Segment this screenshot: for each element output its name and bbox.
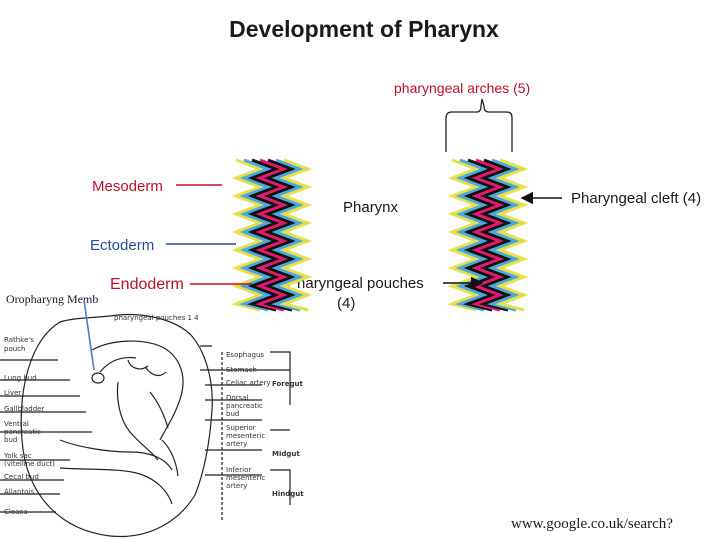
embryo-right-label: bud — [226, 410, 240, 418]
zigzag-stripe — [494, 158, 529, 312]
mesoderm-label: Mesoderm — [92, 178, 163, 195]
embryo-left-label: Lung bud — [4, 374, 37, 382]
embryo-right-label: mesenteric — [226, 474, 266, 482]
embryo-left-label: Ventral — [4, 420, 29, 428]
pharynx-label: Pharynx — [343, 199, 399, 216]
source-text: www.google.co.uk/search? — [511, 516, 673, 532]
embryo-right-label: pancreatic — [226, 402, 263, 410]
embryo-left-label: bud — [4, 436, 18, 444]
endoderm-label: Endoderm — [110, 276, 184, 293]
zigzag-stripe — [262, 158, 297, 312]
embryo-right-label: Celiac artery — [226, 379, 271, 387]
embryo-left-label: Allantois — [4, 488, 35, 496]
pouches-label: Pharyngeal pouches — [287, 275, 424, 292]
zigzag-stripe — [486, 158, 521, 312]
embryo-left-label: (vitelline duct) — [4, 460, 55, 468]
zigzag-stripe — [254, 158, 289, 312]
embryo-left-label: pouch — [4, 345, 26, 353]
cleft-label: Pharyngeal cleft (4) — [571, 190, 702, 207]
embryo-right-label: mesenteric — [226, 432, 266, 440]
pouches-count-label: (4) — [337, 295, 356, 312]
arches-label: pharyngeal arches (5) — [394, 80, 531, 96]
embryo-right-label: Stomach — [226, 366, 257, 374]
midgut-label: Midgut — [272, 450, 300, 458]
arches-bracket — [445, 98, 513, 152]
embryo-illustration — [0, 299, 291, 538]
zigzag-stripe — [230, 158, 265, 312]
embryo-left-label: Cecal bud — [4, 473, 39, 481]
embryo-left-label: Cloaca — [4, 508, 28, 516]
zigzag-stripe — [478, 158, 513, 312]
embryo-left-label: Rathke's — [4, 336, 34, 344]
zigzag-stripe — [246, 158, 281, 312]
zigzag-stripe — [278, 158, 313, 312]
zigzag-stripe — [446, 158, 481, 312]
ectoderm-label: Ectoderm — [90, 237, 155, 254]
embryo-left-label: Gallbladder — [4, 405, 45, 413]
page-title: Development of Pharynx — [229, 16, 499, 42]
embryo-right-label: artery — [226, 482, 248, 490]
foregut-label: Foregut — [272, 380, 303, 388]
embryo-left-label: pancreatic — [4, 428, 41, 436]
embryo-right-label: Inferior — [226, 466, 252, 474]
embryo-right-label: Superior — [226, 424, 256, 432]
embryo-right-label: Dorsal — [226, 394, 249, 402]
zigzag-stripe — [238, 158, 273, 312]
embryo-left-label: Liver — [4, 389, 22, 397]
zigzag-stripe — [270, 158, 305, 312]
embryo-right-label: Esophagus — [226, 351, 265, 359]
embryo-right-label: artery — [226, 440, 248, 448]
hindgut-label: Hindgut — [272, 490, 304, 498]
embryo-top-label: pharyngeal pouches 1 4 — [114, 314, 199, 322]
right-zigzag-band — [446, 158, 529, 312]
oropharyngeal-membrane-label: Oropharyng Memb — [6, 292, 99, 306]
zigzag-stripe — [454, 158, 489, 312]
left-zigzag-band — [230, 158, 313, 312]
embryo-left-label: Yolk sac — [4, 452, 32, 460]
